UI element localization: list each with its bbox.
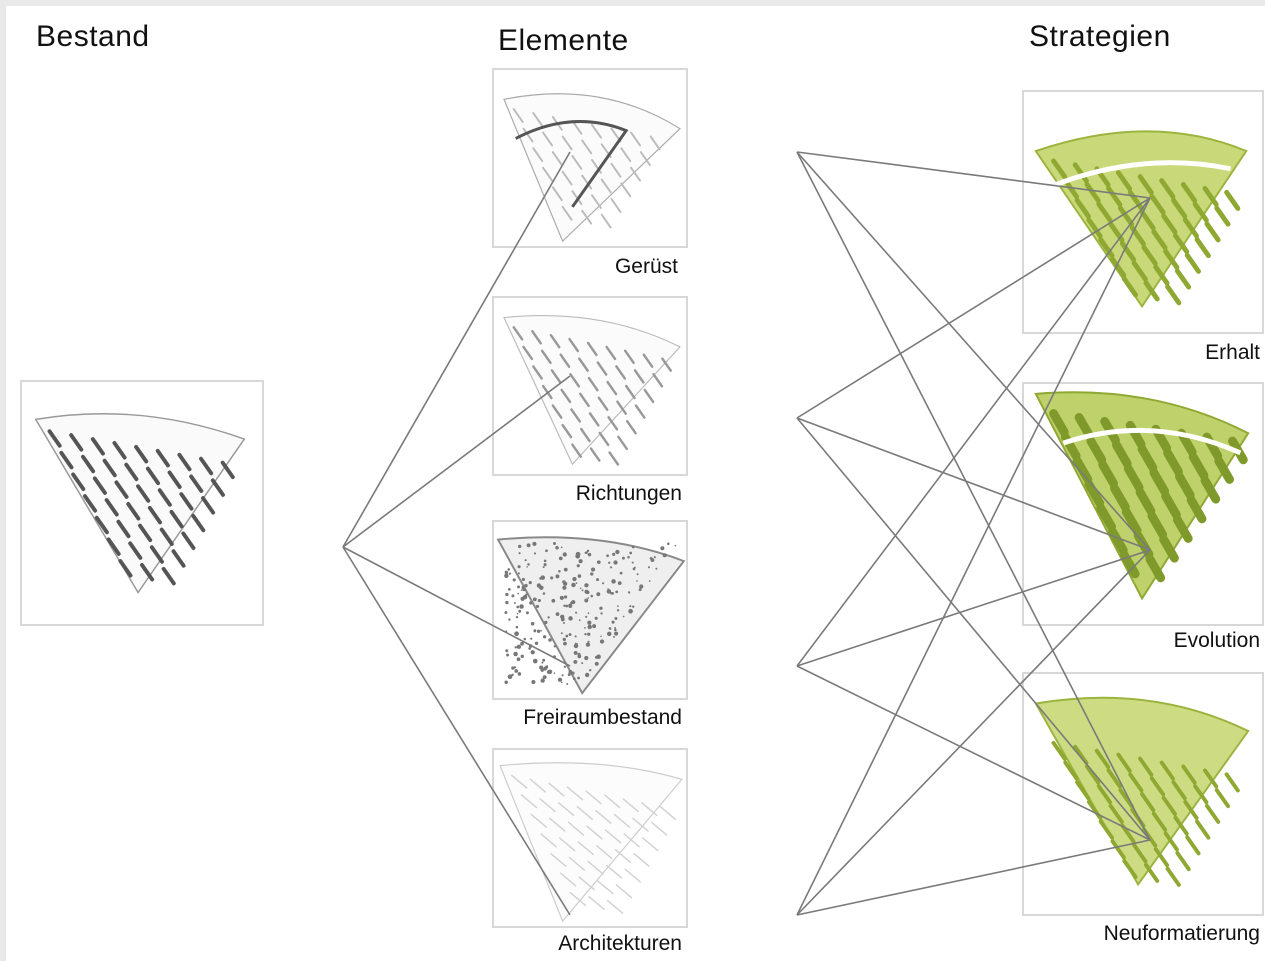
erhalt-plan-drawing xyxy=(1034,130,1248,309)
bestand-plan-tile xyxy=(20,380,264,626)
element-tile-richtungen xyxy=(492,296,688,476)
element-label-freiraumbestand: Freiraumbestand xyxy=(523,706,682,729)
element-label-architekturen: Architekturen xyxy=(558,932,682,955)
bestand-plan-drawing xyxy=(34,412,246,594)
heading-strategien: Strategien xyxy=(1029,20,1171,53)
architekturen-plan-drawing xyxy=(499,762,683,923)
geruest-plan-drawing xyxy=(503,93,681,243)
strategy-tile-erhalt xyxy=(1022,90,1264,334)
element-label-richtungen: Richtungen xyxy=(575,482,682,505)
freiraumbestand-plan-drawing xyxy=(496,536,686,695)
element-tile-geruest xyxy=(492,68,688,248)
heading-bestand: Bestand xyxy=(36,20,150,53)
element-tile-freiraumbestand xyxy=(492,520,688,700)
evolution-plan-drawing xyxy=(1034,391,1250,601)
strategy-label-evolution: Evolution xyxy=(1173,629,1260,652)
neuformatierung-plan-drawing xyxy=(1034,696,1250,887)
richtungen-plan-drawing xyxy=(503,315,681,466)
element-tile-architekturen xyxy=(492,748,688,928)
strategy-label-erhalt: Erhalt xyxy=(1205,341,1260,364)
element-label-geruest: Gerüst xyxy=(614,255,678,278)
strategy-tile-evolution xyxy=(1022,382,1264,626)
heading-elemente: Elemente xyxy=(498,24,629,57)
strategy-tile-neuformatierung xyxy=(1022,672,1264,916)
strategy-label-neuformatierung: Neuformatierung xyxy=(1103,922,1260,945)
